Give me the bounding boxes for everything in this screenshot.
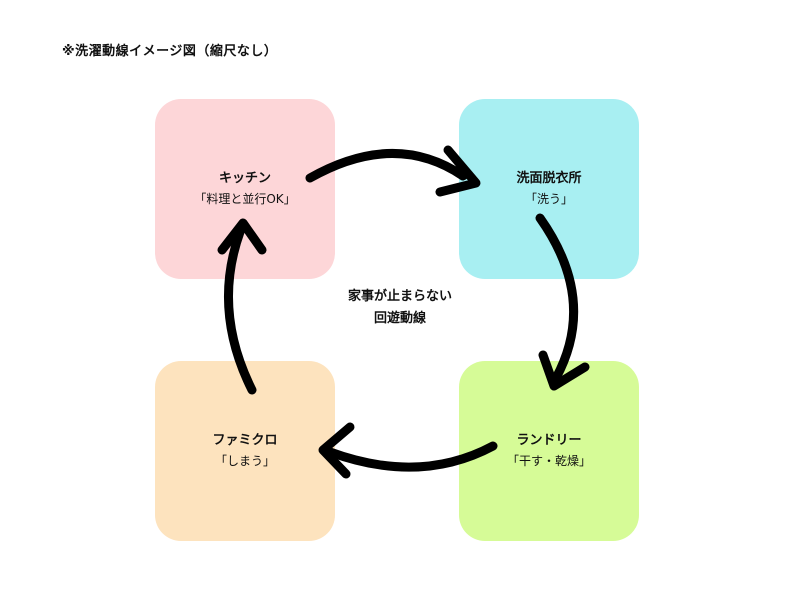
arrow-washroom-to-laundry [535,213,590,391]
kitchen-box: キッチン 「料理と並行OK」 [155,99,335,279]
laundry-desc: 「干す・乾燥」 [506,454,591,468]
center-caption: 家事が止まらない 回遊動線 [300,286,500,330]
diagram-title: ※洗濯動線イメージ図（縮尺なし） [62,44,278,59]
washroom-desc: 「洗う」 [524,192,573,206]
arrow-kitchen-to-washroom [305,145,481,197]
washroom-box: 洗面脱衣所 「洗う」 [459,99,639,279]
center-caption-line2: 回遊動線 [373,311,426,326]
arrow-laundry-to-family [318,422,498,479]
family-closet-desc: 「しまう」 [214,454,275,468]
kitchen-name: キッチン [218,171,271,186]
family-closet-box: ファミクロ 「しまう」 [155,361,335,541]
center-caption-line1: 家事が止まらない [347,289,452,304]
kitchen-desc: 「料理と並行OK」 [194,192,296,206]
laundry-name: ランドリー [516,433,582,448]
washroom-name: 洗面脱衣所 [516,171,582,186]
family-closet-name: ファミクロ [212,433,278,448]
arrow-family-to-kitchen [217,218,267,395]
